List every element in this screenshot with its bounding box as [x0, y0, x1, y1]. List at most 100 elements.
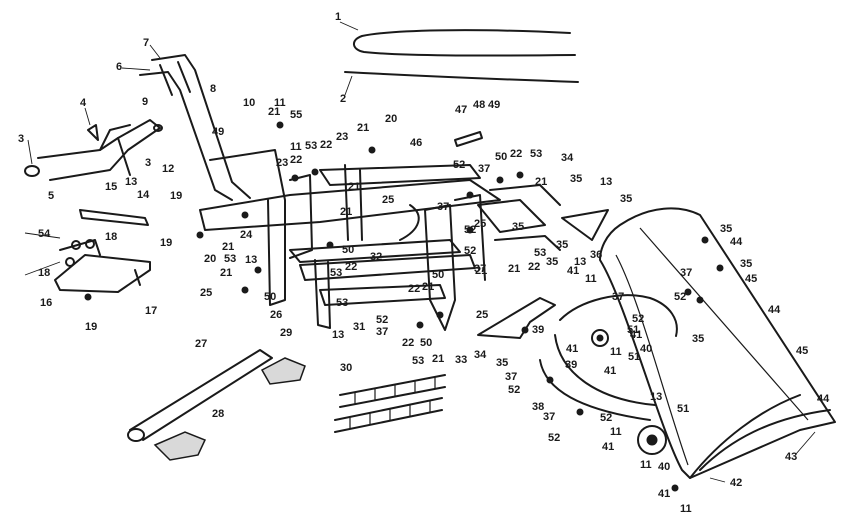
callout-41: 41: [630, 329, 642, 341]
callout-21: 21: [268, 106, 280, 118]
callout-41: 41: [658, 488, 670, 500]
callout-9: 9: [142, 96, 148, 108]
callout-13: 13: [600, 176, 612, 188]
callout-50: 50: [264, 291, 276, 303]
callout-37: 37: [680, 267, 692, 279]
callout-27: 27: [195, 338, 207, 350]
callout-25: 25: [474, 218, 486, 230]
callout-52: 52: [376, 314, 388, 326]
callout-11: 11: [680, 503, 692, 515]
callout-53: 53: [336, 297, 348, 309]
callout-35: 35: [720, 223, 732, 235]
callout-7: 7: [143, 37, 149, 49]
callout-22: 22: [402, 337, 414, 349]
callout-5: 5: [48, 190, 54, 202]
callout-12: 12: [162, 163, 174, 175]
callout-53: 53: [534, 247, 546, 259]
callout-28: 28: [212, 408, 224, 420]
callout-22: 22: [290, 154, 302, 166]
callout-19: 19: [160, 237, 172, 249]
callout-11: 11: [640, 459, 652, 471]
callout-44: 44: [768, 304, 781, 316]
callout-21: 21: [475, 265, 487, 277]
small-link: [454, 131, 483, 147]
callout-31: 31: [353, 321, 365, 333]
callout-13: 13: [574, 256, 586, 268]
callout-34: 34: [474, 349, 487, 361]
clamp-upper: [260, 357, 306, 385]
callout-52: 52: [632, 313, 644, 325]
callout-45: 45: [796, 345, 808, 357]
callout-21: 21: [222, 241, 234, 253]
callout-50: 50: [420, 337, 432, 349]
leader-lines: [24, 21, 816, 483]
callout-21: 21: [220, 267, 232, 279]
callout-44: 44: [817, 393, 830, 405]
callout-24: 24: [240, 229, 253, 241]
callout-50: 50: [342, 244, 354, 256]
callout-53: 53: [412, 355, 424, 367]
drive-chains: [334, 374, 446, 433]
callout-52: 52: [508, 384, 520, 396]
callout-46: 46: [410, 137, 422, 149]
tube-bar: [127, 349, 273, 442]
callout-26: 26: [270, 309, 282, 321]
callout-40: 40: [658, 461, 670, 473]
callout-22: 22: [345, 261, 357, 273]
callout-11: 11: [585, 273, 597, 285]
callout-3: 3: [145, 157, 151, 169]
callout-41: 41: [602, 441, 614, 453]
callout-32: 32: [370, 251, 382, 263]
callout-18: 18: [105, 231, 117, 243]
callout-2: 2: [340, 93, 346, 105]
callout-52: 52: [453, 159, 465, 171]
callout-35: 35: [570, 173, 582, 185]
callout-51: 51: [627, 324, 639, 336]
callout-37: 37: [376, 326, 388, 338]
callout-36: 36: [590, 249, 602, 261]
callout-37: 37: [505, 371, 517, 383]
callout-19: 19: [170, 190, 182, 202]
callout-50: 50: [432, 269, 444, 281]
callout-33: 33: [455, 354, 467, 366]
callout-6: 6: [116, 61, 122, 73]
callout-21: 21: [348, 181, 360, 193]
callout-13: 13: [125, 176, 137, 188]
callout-11: 11: [274, 97, 286, 109]
callout-41: 41: [567, 265, 579, 277]
callout-52: 52: [600, 412, 612, 424]
callout-39: 39: [532, 324, 544, 336]
snow-blade: [599, 207, 836, 479]
callout-11: 11: [290, 141, 302, 153]
callout-52: 52: [464, 245, 476, 257]
callout-55: 55: [290, 109, 302, 121]
callout-16: 16: [40, 297, 52, 309]
callout-35: 35: [496, 357, 508, 369]
callout-22: 22: [528, 261, 540, 273]
callout-51: 51: [677, 403, 689, 415]
callout-35: 35: [620, 193, 632, 205]
callout-22: 22: [320, 139, 332, 151]
callout-45: 45: [745, 273, 757, 285]
callout-17: 17: [145, 305, 157, 317]
callout-21: 21: [422, 281, 434, 293]
callout-34: 34: [561, 152, 574, 164]
callout-38: 38: [532, 401, 544, 413]
callout-11: 11: [610, 346, 622, 358]
clamp-lower: [153, 431, 207, 461]
callout-52: 52: [674, 291, 686, 303]
callout-53: 53: [330, 267, 342, 279]
callout-18: 18: [38, 267, 50, 279]
callout-41: 41: [604, 365, 616, 377]
callout-44: 44: [730, 236, 743, 248]
callout-19: 19: [85, 321, 97, 333]
gusset-plate: [561, 209, 609, 241]
callout-35: 35: [512, 221, 524, 233]
callout-53: 53: [305, 140, 317, 152]
callout-53: 53: [530, 148, 542, 160]
callout-47: 47: [455, 104, 467, 116]
callout-54: 54: [38, 228, 51, 240]
callout-21: 21: [432, 353, 444, 365]
callout-10: 10: [243, 97, 255, 109]
mounting-plate: [54, 209, 151, 293]
